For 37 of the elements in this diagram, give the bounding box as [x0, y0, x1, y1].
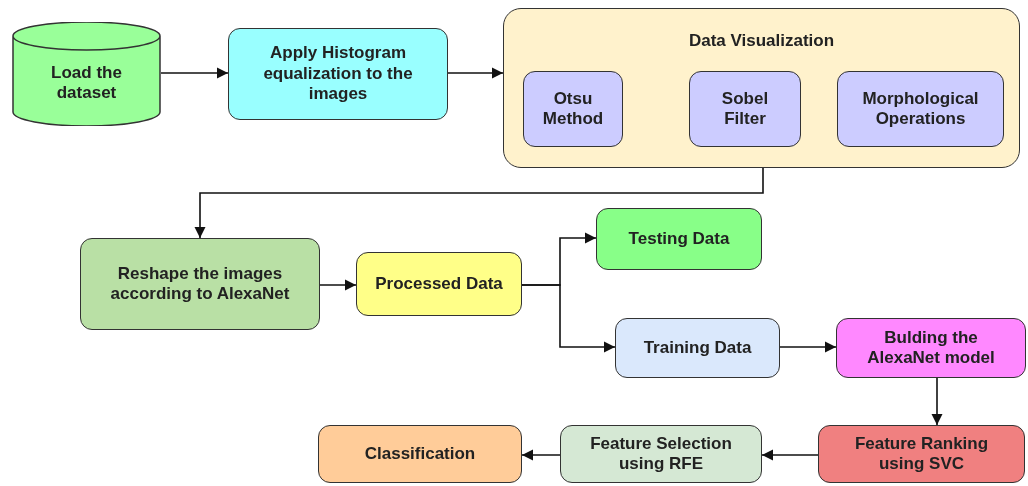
database-cylinder: [12, 22, 161, 126]
node-label: Testing Data: [628, 228, 730, 250]
group-box: [503, 8, 1020, 168]
arrow: [521, 449, 561, 461]
process-box: [318, 425, 522, 483]
node-label: Load the dataset: [50, 62, 123, 104]
process-box: [523, 71, 623, 147]
arrow: [761, 449, 819, 461]
process-box: [560, 425, 762, 483]
process-box: [837, 71, 1004, 147]
group-heading: Data Visualization: [688, 31, 835, 52]
process-box: [689, 71, 801, 147]
process-box: [80, 238, 320, 330]
node-label: Sobel Filter: [720, 88, 770, 130]
arrow: [931, 377, 943, 426]
node-label: Otsu Method: [541, 88, 605, 130]
node-label: Apply Histogram equalization to the images: [262, 43, 414, 105]
arrow: [319, 279, 357, 291]
arrow: [779, 341, 837, 353]
node-label: Morphological Operations: [861, 88, 980, 130]
process-box: [228, 28, 448, 120]
process-box: [836, 318, 1026, 378]
arrow: [521, 284, 616, 353]
process-box: [615, 318, 780, 378]
arrow: [160, 67, 229, 79]
node-label: Feature Ranking using SVC: [853, 433, 990, 475]
node-label: Reshape the images according to AlexaNet: [109, 263, 291, 305]
node-label: Feature Selection using RFE: [589, 433, 733, 475]
arrow: [194, 167, 764, 239]
process-box: [818, 425, 1025, 483]
process-box: [596, 208, 762, 270]
process-box: [356, 252, 522, 316]
node-label: Bulding the AlexaNet model: [866, 327, 996, 369]
arrow: [447, 67, 504, 79]
node-label: Processed Data: [375, 273, 503, 295]
node-label: Classification: [364, 443, 476, 465]
node-label: Training Data: [643, 337, 752, 359]
